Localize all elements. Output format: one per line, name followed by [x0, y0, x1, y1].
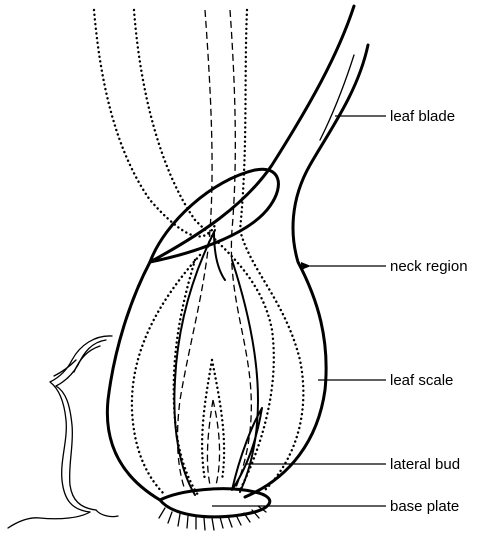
base-plate-shape	[160, 489, 270, 517]
bulb-outline	[107, 6, 368, 500]
label-leaf-blade: leaf blade	[390, 108, 455, 125]
dried-skin	[8, 336, 118, 528]
dotted-scales	[94, 10, 303, 495]
label-base-plate: base plate	[390, 498, 459, 515]
label-lateral-bud: lateral bud	[390, 456, 460, 473]
label-leaf-scale: leaf scale	[390, 372, 453, 389]
label-neck-region: neck region	[390, 258, 468, 275]
